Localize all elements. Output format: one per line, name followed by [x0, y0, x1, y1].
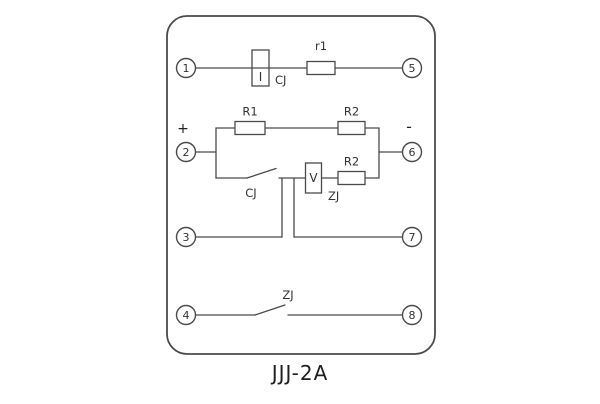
terminal-4-number: 4: [183, 309, 190, 322]
terminal-1: 1: [175, 57, 197, 79]
terminal-2-circle: [175, 141, 197, 163]
resistor-r1-box: [306, 60, 336, 76]
terminal-4: 4: [175, 304, 197, 326]
terminal-5-circle: [401, 57, 423, 79]
terminal-6-number: 6: [409, 146, 416, 159]
current-coil-label: CJ: [275, 73, 286, 87]
terminal-8: 8: [401, 304, 423, 326]
terminal-2-number: 2: [183, 146, 190, 159]
terminal-2: 2: [175, 141, 197, 163]
current-coil-symbol: I: [259, 70, 263, 84]
bus-frame: [215, 127, 380, 179]
current-coil-box: [251, 49, 270, 87]
resistor-R2-bottom-label: R2: [344, 155, 359, 169]
zj-contact-label: ZJ: [282, 288, 293, 302]
voltage-coil-symbol: V: [309, 171, 318, 185]
voltage-coil-box: [304, 162, 323, 194]
cj-contact-label: CJ: [245, 186, 256, 200]
resistor-R2-top-box: [337, 120, 366, 136]
terminal-5: 5: [401, 57, 423, 79]
terminal-6: 6: [401, 141, 423, 163]
terminal-4-circle: [175, 304, 197, 326]
terminal-1-number: 1: [183, 62, 190, 75]
terminal-7: 7: [401, 226, 423, 248]
relay-outline: [166, 15, 436, 355]
terminal-3-number: 3: [183, 231, 190, 244]
terminal-5-number: 5: [409, 62, 416, 75]
polarity-plus: +: [177, 121, 189, 137]
terminal-3: 3: [175, 226, 197, 248]
terminal-8-number: 8: [409, 309, 416, 322]
terminal-8-circle: [401, 304, 423, 326]
terminal-3-circle: [175, 226, 197, 248]
terminal-7-circle: [401, 226, 423, 248]
resistor-R1-label: R1: [242, 105, 257, 119]
polarity-minus: -: [406, 117, 412, 136]
terminal-1-circle: [175, 57, 197, 79]
resistor-R2-bottom-box: [337, 170, 366, 186]
resistor-R1-box: [234, 120, 266, 136]
resistor-R2-top-label: R2: [344, 105, 359, 119]
resistor-r1-label: r1: [315, 39, 327, 53]
terminal-6-circle: [401, 141, 423, 163]
cj-contact-blade: [246, 167, 277, 179]
zj-contact-blade: [254, 304, 286, 316]
terminal-7-number: 7: [409, 231, 416, 244]
relay-caption: JJJ-2A: [270, 361, 329, 385]
voltage-coil-label: ZJ: [328, 189, 339, 203]
